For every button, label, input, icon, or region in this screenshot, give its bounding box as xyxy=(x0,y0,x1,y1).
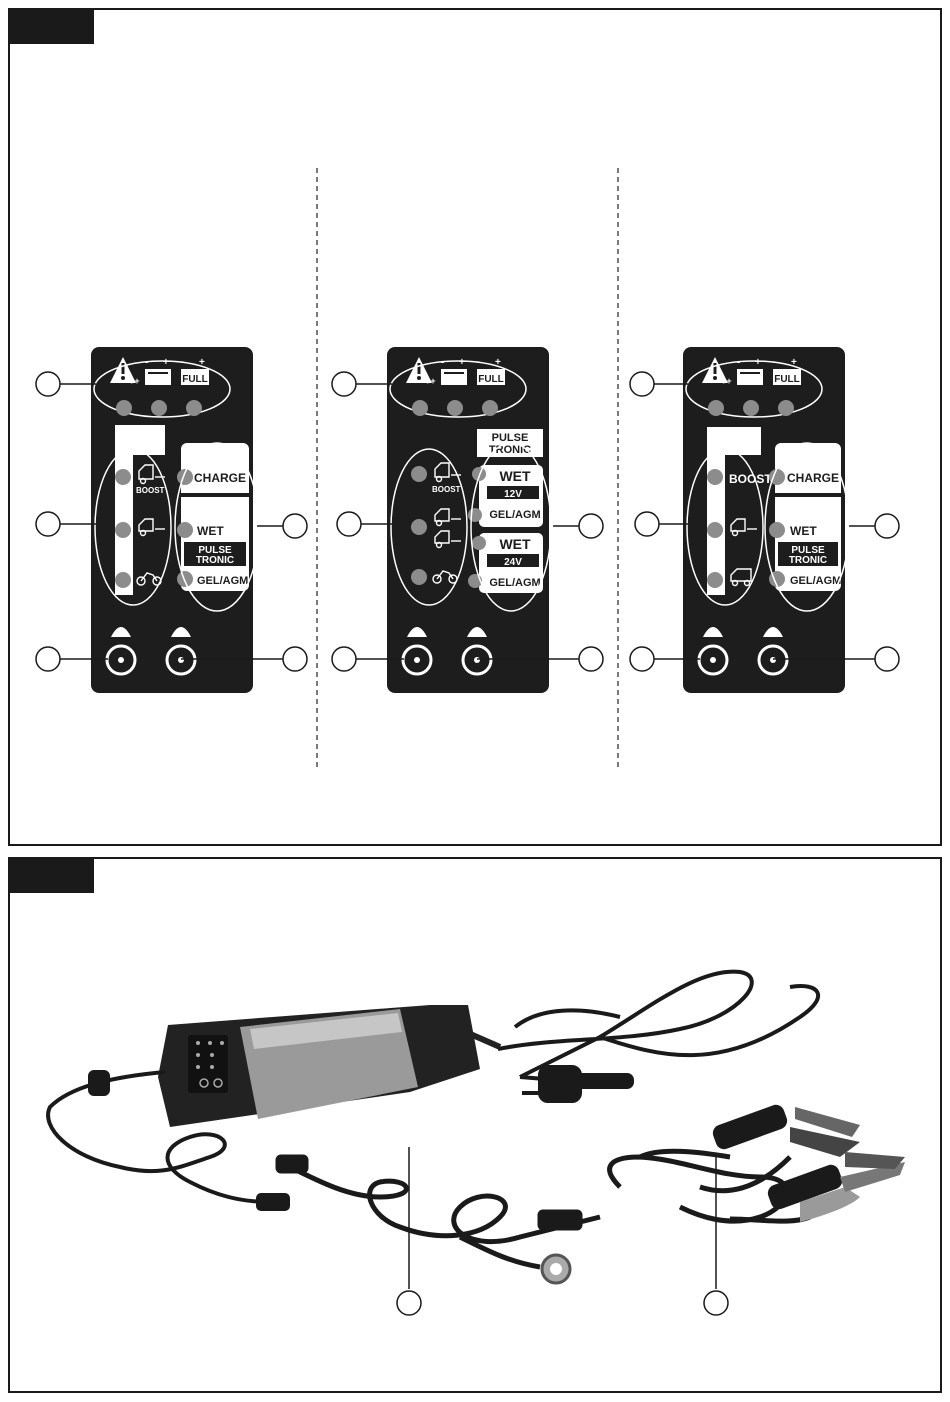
led-boost xyxy=(115,469,131,485)
charger-unit xyxy=(158,1005,500,1127)
full-label: FULL xyxy=(182,374,208,385)
charge-label: CHARGE xyxy=(787,471,839,485)
v24-label: 24V xyxy=(504,557,522,568)
control-panel-3: -●+ - + - + FULL BOOST xyxy=(683,347,849,693)
boost-label: BOOST xyxy=(432,485,461,494)
wet-12v-label: WET xyxy=(499,468,531,484)
full-label: FULL xyxy=(478,374,504,385)
led-full xyxy=(186,400,202,416)
led-moto xyxy=(411,569,427,585)
led-car xyxy=(115,522,131,538)
led-gel xyxy=(177,571,193,587)
boost-label: BOOST xyxy=(136,486,165,495)
led-battery xyxy=(151,400,167,416)
control-panel-1: -●+ - + - + FULL BOOST xyxy=(91,347,259,693)
led-warning xyxy=(116,400,132,416)
svg-text:+: + xyxy=(163,357,169,368)
tronic-label: TRONIC xyxy=(196,555,234,566)
boost-label: BOOST xyxy=(729,472,772,486)
ring-terminal-cable xyxy=(278,1157,600,1283)
full-label: FULL xyxy=(774,374,800,385)
gel-label: GEL/AGM xyxy=(197,575,248,587)
figure-1-drawing: -●+ - + - + FULL BOOST xyxy=(0,0,950,850)
led-moto xyxy=(115,572,131,588)
mains-plug-cable xyxy=(498,972,818,1101)
led-wet xyxy=(177,522,193,538)
pulse-label: PULSE xyxy=(492,432,529,444)
svg-text:-●+: -●+ xyxy=(422,376,436,386)
callouts-figure-2 xyxy=(397,1147,728,1315)
svg-text:+: + xyxy=(755,357,761,368)
svg-text:+: + xyxy=(459,357,465,368)
led-car xyxy=(411,519,427,535)
svg-text:-●+: -●+ xyxy=(126,376,140,386)
wet-24v-label: WET xyxy=(499,536,531,552)
gel-agm-b-label: GEL/AGM xyxy=(489,577,540,589)
clamp-cable xyxy=(610,1106,905,1222)
led-boost xyxy=(411,466,427,482)
v12-label: 12V xyxy=(504,489,522,500)
gel-agm-a-label: GEL/AGM xyxy=(489,509,540,521)
control-panel-2: -●+ - + - + FULL BOOST xyxy=(387,347,551,693)
wet-label: WET xyxy=(197,524,224,538)
svg-text:-●+: -●+ xyxy=(718,376,732,386)
wet-label: WET xyxy=(790,524,817,538)
charge-label: CHARGE xyxy=(194,471,246,485)
gel-label: GEL/AGM xyxy=(790,575,841,587)
figure-2-drawing xyxy=(0,857,950,1397)
tronic-label: TRONIC xyxy=(789,555,827,566)
